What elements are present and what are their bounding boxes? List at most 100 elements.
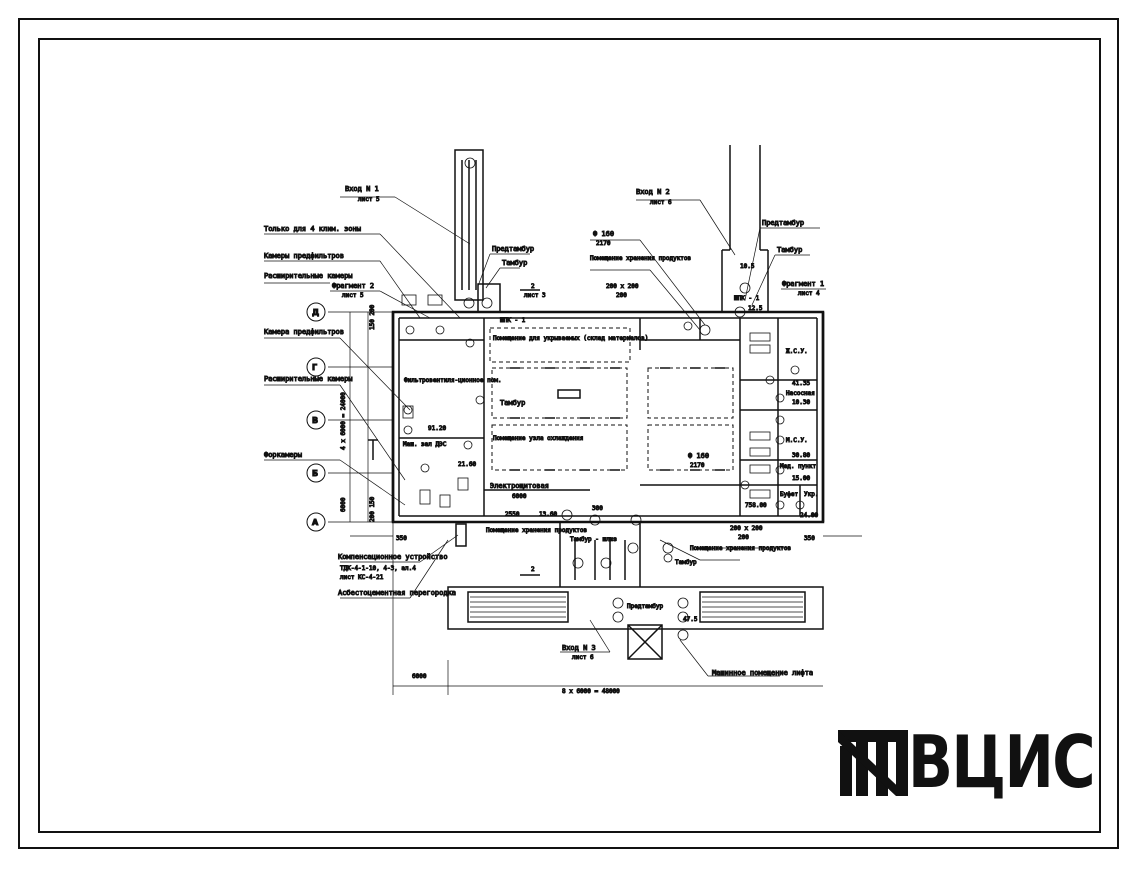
leader-lines	[264, 196, 826, 677]
bench-marks	[510, 367, 725, 471]
dim-350-left: 350	[396, 535, 407, 542]
dim-300: 300	[592, 505, 603, 512]
prefilter-chamber-label: Камера предфильтров	[264, 328, 344, 336]
dim-6000-left: 6000	[340, 497, 347, 512]
axis-bubble-b	[306, 463, 326, 483]
sheet-ref-top: 2	[531, 283, 535, 290]
height-12-5: 12.5	[748, 305, 763, 312]
bottom-corridor	[455, 522, 641, 587]
axis-lines	[328, 311, 862, 695]
dim-200x200-top: 200 х 200	[606, 283, 639, 290]
stair-treads	[470, 596, 803, 618]
lift-machine-label: Машинное помещение лифта	[712, 669, 813, 677]
dim-6000-room: 6000	[512, 493, 527, 500]
sheet-ref-bot: 2	[531, 566, 535, 573]
dim-350-right: 350	[804, 535, 815, 542]
entry3-sheet: лист 6	[572, 654, 594, 661]
inner-walls	[398, 317, 818, 517]
fan-units	[401, 294, 771, 508]
equipment-markers	[403, 157, 805, 641]
dim-200-bot: 200	[738, 534, 749, 541]
fragment2-sheet: лист 5	[342, 292, 364, 299]
pretambur-right-label: Предтамбур	[762, 219, 804, 227]
filter-vent-label: Фильтровентиля-ционное пом.	[404, 377, 502, 384]
electric-room-label: Электрощитовая	[490, 482, 549, 490]
tambur-mid-label: Тамбур	[500, 399, 525, 407]
expansion-chambers-top-label: Расширительные камеры	[264, 272, 353, 280]
compensation-sheet-label: лист КС-4-21	[340, 574, 384, 581]
axis-bubble-g	[306, 357, 326, 377]
pretambur-bottom-label: Предтамбур	[627, 603, 664, 610]
axis-bubbles	[306, 302, 326, 532]
dim-6000-bottom: 6000	[412, 673, 427, 680]
prefilter-chambers-label: Камеры предфильтров	[264, 252, 344, 260]
dim-200-top: 200	[616, 292, 627, 299]
area-24: 24.00	[800, 512, 818, 519]
axis-bubble-d	[306, 302, 326, 322]
section-marks	[368, 289, 540, 576]
med-area: 15.00	[792, 475, 810, 482]
phi160-mid-label: Ф 160	[688, 452, 709, 460]
drawing-frame-outer	[18, 18, 1119, 849]
entry1-label: Вход N 1	[345, 185, 379, 193]
dim-2550: 2550	[505, 511, 520, 518]
zhsu-label: Ж.С.У.	[786, 348, 808, 355]
storage-bottom-right-label: Помещение хранения продуктов	[690, 545, 791, 552]
fragment1-sheet: лист 4	[798, 290, 820, 297]
entry1-sheet: лист 5	[358, 196, 380, 203]
shelter-dashed-areas	[489, 327, 734, 471]
pump-room-label: Насосная	[786, 390, 815, 397]
bottom-stairs	[447, 586, 824, 660]
tambur-top-label: Тамбур	[502, 259, 527, 267]
pretambur-bottom-value: 47.5	[683, 616, 698, 623]
sheet-ref-top-b: лист 3	[524, 292, 546, 299]
med-post-label: Мед. пункт	[780, 463, 817, 470]
drawing-frame-inner	[38, 38, 1101, 833]
zhsu-area: 41.35	[792, 380, 810, 387]
fragment1-label: Фрагмент 1	[782, 280, 824, 288]
shpk1-right-label: ШПК - 1	[734, 295, 760, 302]
entry2-label: Вход N 2	[636, 188, 670, 196]
entry1-corridor	[454, 149, 501, 313]
phi160-top-label: Ф 160	[593, 230, 614, 238]
dim-200-150: 200 150	[369, 496, 376, 522]
vcis-logo	[838, 730, 908, 796]
vcis-logo-text: ВЦИС	[908, 720, 1096, 804]
msu-area: 30.80	[792, 452, 810, 459]
entry2-sheet: лист 6	[650, 199, 672, 206]
msu-label: М.С.У.	[786, 437, 808, 444]
dim-150-200: 150 200	[369, 304, 376, 330]
compensation-device-label: Компенсационное устройство	[338, 553, 448, 561]
tambur-right-label: Тамбур	[777, 246, 802, 254]
dim-200x200-bot: 200 х 200	[730, 525, 763, 532]
area-758: 758.00	[745, 502, 767, 509]
tambur-sluice-label: Тамбур - шлюз	[570, 536, 617, 543]
shpk1-left-label: ШПК - 1	[500, 317, 526, 324]
phi160-top-value: 2170	[596, 240, 611, 247]
storage-bottom-left-label: Помещение хранения продуктов	[486, 527, 587, 534]
pretambur-top-label: Предтамбур	[492, 245, 534, 253]
compensation-ref-label: ТДК-4-1-10, 4-3, ал.4	[340, 565, 416, 572]
expansion-chambers-left-label: Расширительные камеры	[264, 375, 353, 383]
asbestos-partition-label: Асбестоцементная перегородка	[338, 589, 456, 597]
dim-13-60: 13.60	[539, 511, 557, 518]
dim-4x6000: 4 х 6000 = 24000	[340, 392, 347, 450]
fragment2-label: Фрагмент 2	[332, 282, 374, 290]
axis-bubble-v	[306, 410, 326, 430]
only-4-zone-label: Только для 4 клим. зоны	[264, 225, 361, 233]
axis-g-label: Г	[312, 363, 317, 372]
axis-b-label: Б	[312, 469, 318, 478]
axis-d-label: Д	[312, 308, 319, 317]
forchambers-label: Форкамеры	[264, 451, 302, 459]
buffet-label: Буфет	[780, 491, 798, 498]
entry3-label: Вход N 3	[562, 644, 596, 652]
machine-room-label: Маш. зал ДЭС	[403, 441, 447, 448]
storage-top-label: Помещение хранения продуктов	[590, 255, 691, 262]
ukr-label: Укр.	[804, 491, 818, 498]
axis-a-label: А	[312, 518, 319, 527]
axis-bubble-a	[306, 512, 326, 532]
shelter-room-label: Помещение для укрываемых (склад материал…	[493, 335, 648, 342]
machine-area: 21.60	[458, 461, 476, 468]
cooling-room-label: Помещение узла охлаждения	[493, 435, 583, 442]
axis-v-label: В	[312, 416, 318, 425]
